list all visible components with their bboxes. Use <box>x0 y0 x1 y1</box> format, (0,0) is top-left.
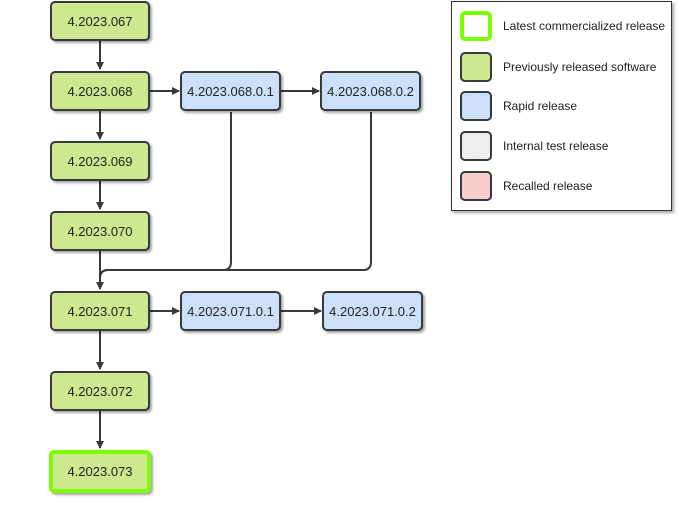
legend: Latest commercialized release Previously… <box>451 1 672 211</box>
node-label: 4.2023.068 <box>67 83 133 99</box>
legend-label: Recalled release <box>503 179 593 193</box>
legend-swatch-latest <box>460 11 492 41</box>
node-label: 4.2023.068.0.2 <box>327 83 414 99</box>
legend-label: Previously released software <box>503 60 657 74</box>
legend-swatch-internal-test <box>460 131 492 161</box>
legend-swatch-rapid <box>460 91 492 121</box>
legend-label: Rapid release <box>503 99 578 113</box>
legend-item-previously-released: Previously released software <box>460 52 656 82</box>
node-label: 4.2023.071.0.2 <box>329 303 416 319</box>
edge-0681-071 <box>99 112 232 279</box>
node-label: 4.2023.069 <box>67 153 133 169</box>
node-4-2023-073: 4.2023.073 <box>49 450 151 493</box>
node-label: 4.2023.067 <box>67 13 133 29</box>
node-label: 4.2023.071 <box>67 303 133 319</box>
edge-0682-071 <box>99 112 372 279</box>
node-4-2023-068: 4.2023.068 <box>50 71 150 111</box>
node-label: 4.2023.068.0.1 <box>187 83 274 99</box>
legend-label: Internal test release <box>503 139 609 153</box>
legend-item-internal-test: Internal test release <box>460 131 608 161</box>
legend-label: Latest commercialized release <box>503 19 666 33</box>
node-4-2023-071-0-1: 4.2023.071.0.1 <box>180 291 281 331</box>
node-4-2023-067: 4.2023.067 <box>50 1 150 41</box>
node-4-2023-069: 4.2023.069 <box>50 141 150 181</box>
node-label: 4.2023.070 <box>67 223 133 239</box>
legend-swatch-previously-released <box>460 52 492 82</box>
node-4-2023-071: 4.2023.071 <box>50 291 150 331</box>
legend-item-latest: Latest commercialized release <box>460 11 665 41</box>
legend-swatch-recalled <box>460 171 492 201</box>
legend-item-rapid: Rapid release <box>460 91 577 121</box>
node-4-2023-068-0-1: 4.2023.068.0.1 <box>180 71 281 111</box>
legend-item-recalled: Recalled release <box>460 171 592 201</box>
node-4-2023-070: 4.2023.070 <box>50 211 150 251</box>
node-4-2023-071-0-2: 4.2023.071.0.2 <box>322 291 423 331</box>
node-label: 4.2023.073 <box>67 464 133 479</box>
node-4-2023-072: 4.2023.072 <box>50 371 150 411</box>
node-4-2023-068-0-2: 4.2023.068.0.2 <box>320 71 421 111</box>
node-label: 4.2023.072 <box>67 383 133 399</box>
node-label: 4.2023.071.0.1 <box>187 303 274 319</box>
